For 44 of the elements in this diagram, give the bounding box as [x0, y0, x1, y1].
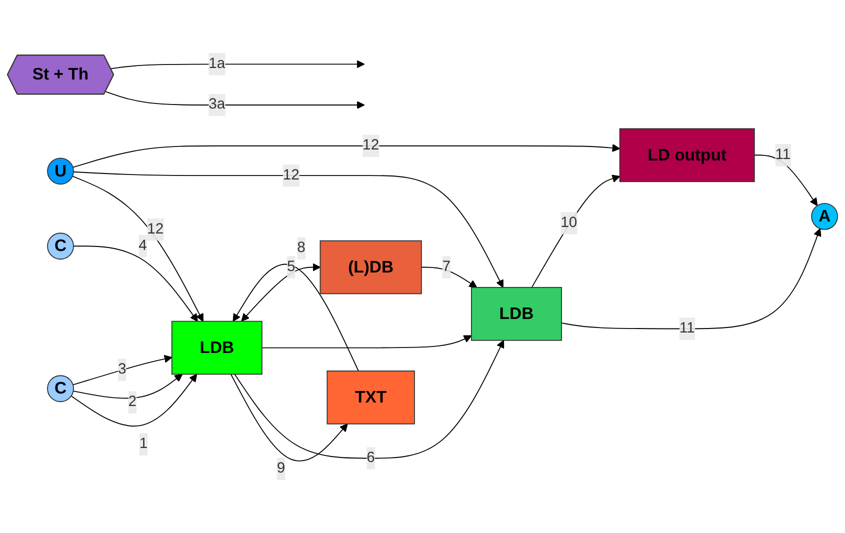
edge-label: 12: [362, 138, 380, 154]
arrow: [230, 374, 348, 462]
node-box: LDB: [171, 320, 262, 375]
arrow: [531, 174, 620, 288]
arrow: [72, 354, 172, 386]
node-box: LD output: [619, 128, 755, 182]
node-box: LDB: [471, 286, 562, 341]
edge-label: 1: [139, 436, 148, 452]
edge-label: 10: [560, 214, 578, 231]
node-box: TXT: [326, 370, 415, 424]
edge-label: 4: [138, 238, 147, 254]
node-circle: U: [47, 158, 74, 185]
node-circle: A: [811, 202, 838, 230]
edge-label: 9: [276, 460, 286, 476]
edge-label: 1a: [208, 56, 226, 72]
arrow: [241, 263, 321, 322]
arrow: [72, 144, 620, 168]
node-circle: C: [47, 375, 74, 402]
arrow: [73, 171, 504, 288]
arrow: [261, 335, 472, 348]
arrow: [70, 374, 198, 427]
arrow: [110, 60, 365, 70]
edge-label: 2: [128, 394, 137, 410]
edge-label: 5: [286, 258, 296, 275]
arrow: [73, 246, 198, 322]
arrow: [232, 264, 359, 372]
edge-label: 6: [366, 450, 375, 466]
edge-label: 8: [297, 240, 306, 256]
arrow: [105, 91, 365, 110]
arrow: [72, 176, 204, 322]
edge-label: 7: [442, 258, 451, 275]
node-circle: C: [47, 232, 74, 260]
arrow: [72, 374, 183, 399]
arrow: [754, 154, 818, 206]
arrow: [234, 340, 504, 459]
edge-label: 11: [775, 146, 791, 163]
edge-label: 3: [118, 362, 126, 378]
edge-label: 12: [282, 167, 300, 183]
edge-label: 11: [679, 320, 695, 336]
arrow: [561, 228, 822, 330]
edge-label: 3a: [208, 96, 226, 112]
edge-label: 12: [147, 221, 164, 238]
node-box: (L)DB: [320, 240, 422, 294]
arrow: [420, 266, 478, 288]
